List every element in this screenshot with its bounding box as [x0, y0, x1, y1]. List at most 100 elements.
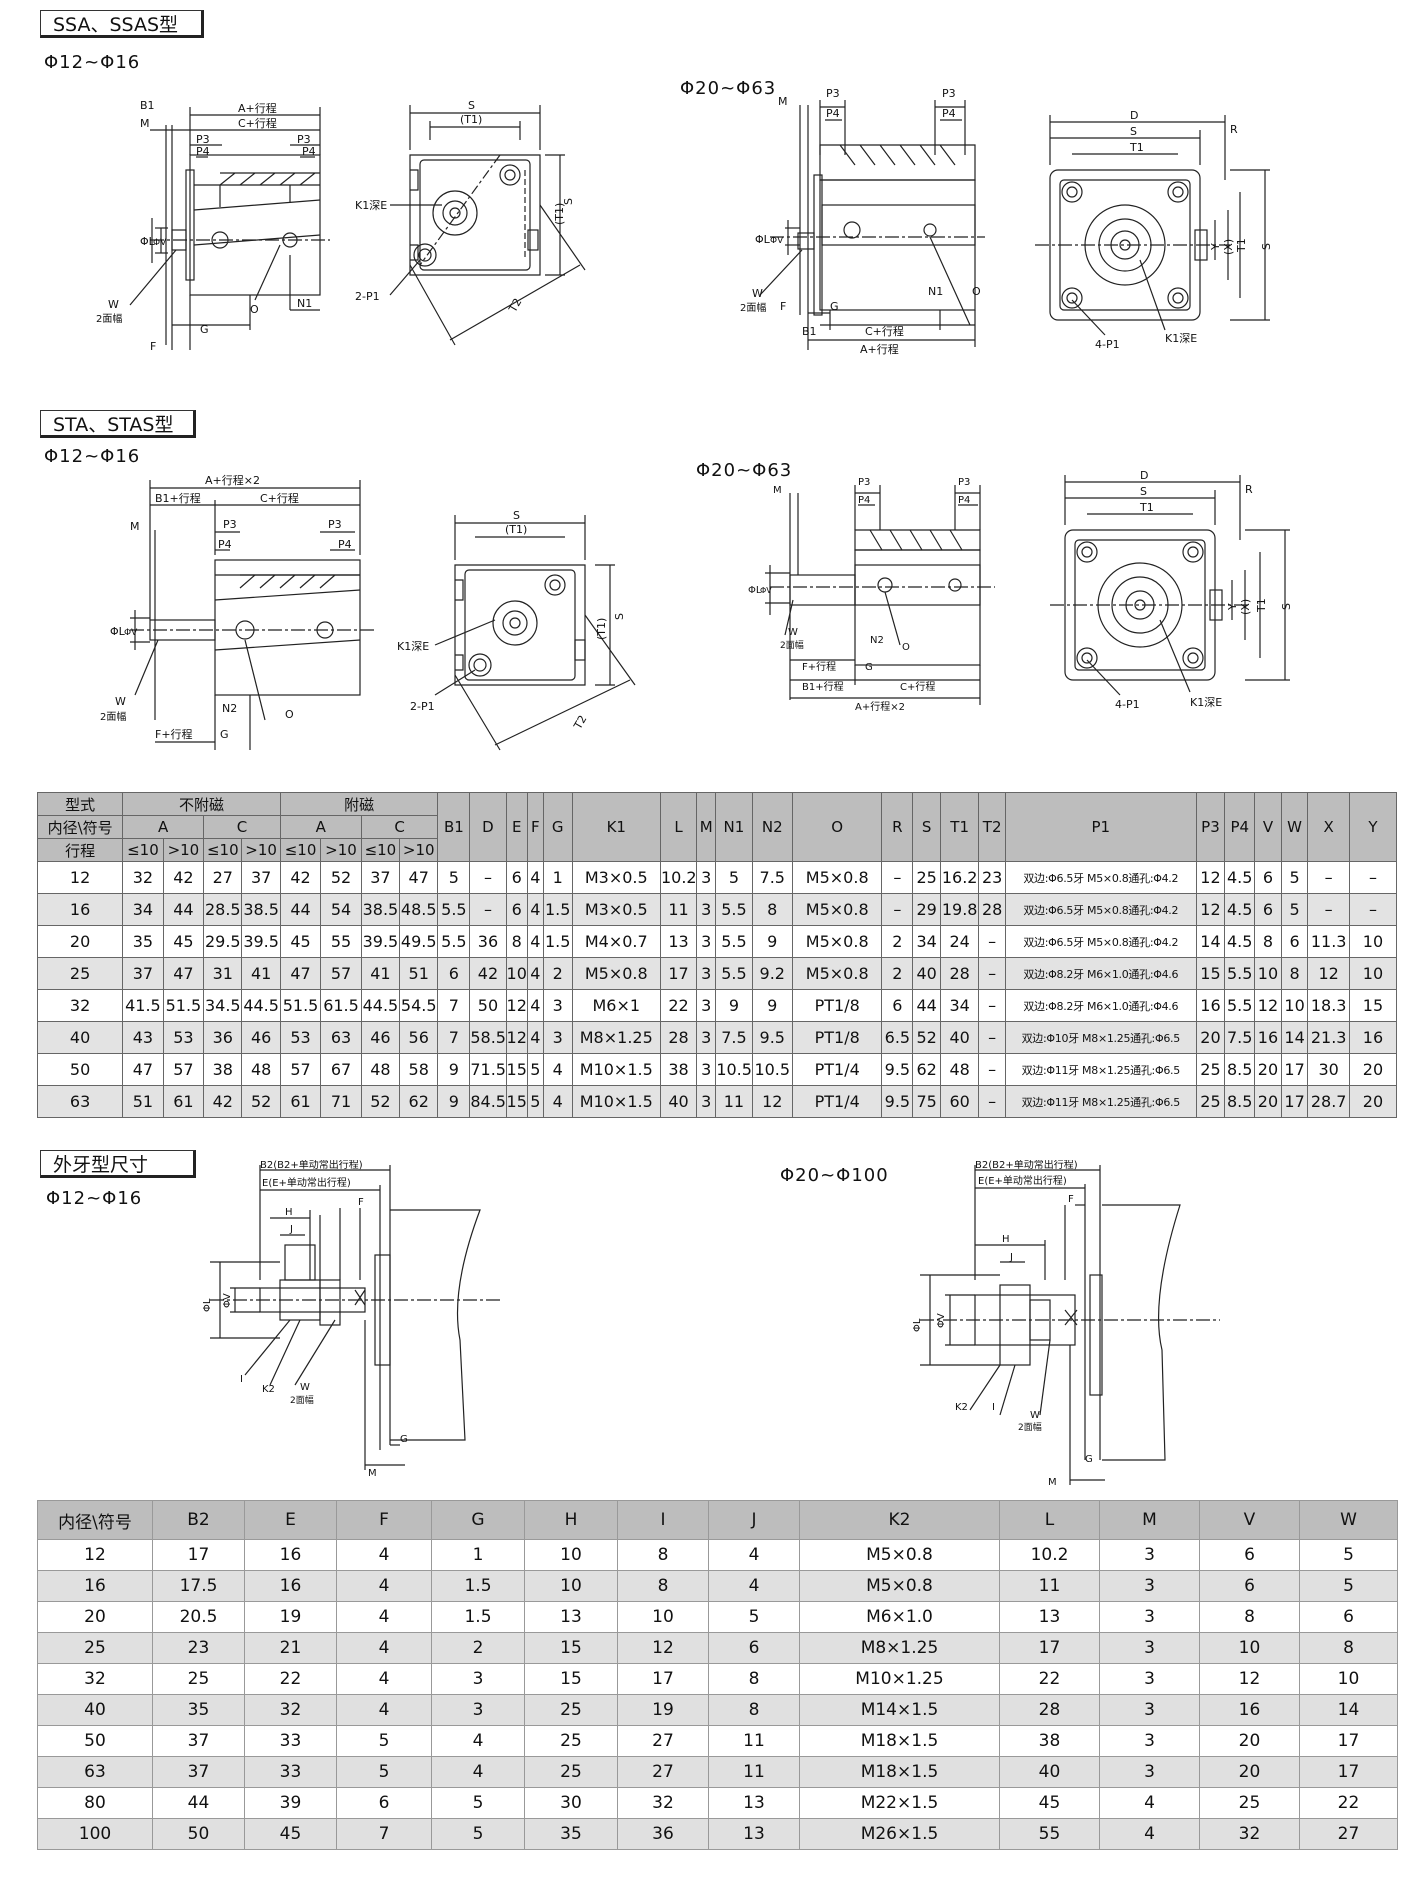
table1-cell: 10 — [1254, 957, 1282, 990]
table1-cell: M10×1.5 — [571, 1085, 661, 1118]
table1-header-nomag-c: C — [203, 815, 281, 839]
table1-header-bore: 内径\符号 — [36, 815, 124, 839]
dimension-label: O — [285, 708, 294, 721]
table1-header-row-1: 型式 不附磁 附磁 B1 D E F G K1 L M N1 N2 O R S … — [36, 792, 1398, 862]
dimension-label: W — [300, 1382, 310, 1393]
table1-header-v: V — [1254, 792, 1282, 862]
drawing-sta-front-large: D S T1 R Y (X) T1 S 4-P1 K1深E — [1040, 470, 1320, 730]
table2-header-cell: J — [708, 1500, 800, 1540]
table1-cell: 39.5 — [241, 925, 281, 958]
table1-cell: 49.5 — [399, 925, 439, 958]
dimension-label: F — [150, 340, 156, 353]
table1-header-nomag-a: A — [122, 815, 205, 839]
table1-cell: 47 — [122, 1053, 164, 1086]
table2-cell: 4 — [336, 1570, 432, 1602]
table1-header-row-2: 内径\符号 A C A C — [36, 815, 1397, 839]
table2-cell: M8×1.25 — [799, 1632, 1000, 1664]
table1-cell: 5 — [715, 861, 753, 894]
table2-cell: 3 — [1099, 1632, 1200, 1664]
table2-cell: 35 — [524, 1818, 618, 1850]
table1-header-mag-c: C — [360, 815, 439, 839]
table1-cell: 6 — [505, 861, 528, 894]
table1-cell: 45 — [279, 925, 322, 958]
table1-cell: 48 — [939, 1053, 980, 1086]
table2-cell: 30 — [524, 1787, 618, 1819]
table1-cell: 37 — [241, 861, 281, 894]
table2-header-cell: E — [244, 1500, 337, 1540]
table1-cell: 12 — [1195, 861, 1226, 894]
table1-cell: PT1/4 — [791, 1053, 883, 1086]
table1-cell: 10 — [1280, 989, 1309, 1022]
table1-cell: 38.5 — [241, 893, 281, 926]
table1-cell: 46 — [241, 1021, 281, 1054]
table1-cell: 3 — [696, 957, 717, 990]
table1-cell: 40 — [659, 1085, 698, 1118]
table1-cell: 3 — [696, 893, 717, 926]
table1-cell: 34 — [122, 893, 164, 926]
dimension-label: 2面幅 — [96, 312, 122, 325]
table1-cell: 19.8 — [939, 893, 980, 926]
table1-cell: 55 — [320, 925, 362, 958]
dimension-label: M — [1048, 1477, 1057, 1488]
table2-bore-cell: 12 — [37, 1539, 153, 1571]
table1-cell: 4 — [526, 925, 544, 958]
dimension-label: A+行程 — [860, 343, 899, 356]
table2-cell: 17.5 — [152, 1570, 245, 1602]
table2-cell: M18×1.5 — [799, 1756, 1000, 1788]
table1-cell: – — [1348, 893, 1398, 926]
dimension-label: W — [752, 287, 763, 300]
table2-cell: 10 — [617, 1601, 709, 1633]
table1-cell: 71.5 — [469, 1053, 507, 1086]
table1-cell: 5.5 — [1224, 989, 1256, 1022]
table1-cell: 20 — [1254, 1085, 1282, 1118]
table1-cell: 48.5 — [399, 893, 439, 926]
table2-cell: 3 — [1099, 1570, 1200, 1602]
dimension-label: (T1) — [505, 523, 527, 536]
table2-cell: 4 — [336, 1694, 432, 1726]
dimension-label: G — [220, 728, 229, 741]
table2-cell: 10 — [524, 1570, 618, 1602]
table1-cell: 40 — [912, 957, 941, 990]
dimension-label: C+行程 — [260, 492, 299, 505]
table1-cell: 1.5 — [542, 893, 573, 926]
table2-cell: 15 — [524, 1663, 618, 1695]
table1-cell: 25 — [1195, 1085, 1226, 1118]
dimension-label: S — [513, 509, 520, 522]
table2-bore-cell: 16 — [37, 1570, 153, 1602]
table1-cell: 15 — [1195, 957, 1226, 990]
table1-cell: 3 — [696, 989, 717, 1022]
table1-cell: 5 — [1280, 893, 1309, 926]
table2-cell: 8 — [617, 1539, 709, 1571]
dimension-label: ΦL — [755, 233, 771, 246]
table1-cell: 14 — [1280, 1021, 1309, 1054]
table1-cell: 6 — [1254, 893, 1282, 926]
table1-cell: M8×1.25 — [571, 1021, 661, 1054]
table1-cell: 52 — [912, 1021, 941, 1054]
dimension-label: (X) — [1222, 239, 1235, 255]
table1-cell: 28.7 — [1307, 1085, 1350, 1118]
table1-cell: 44 — [279, 893, 322, 926]
drawing-ssa-front-small: S (T1) (T1) S K1深E 2-P1 T2 — [350, 95, 600, 360]
table1-header-w: W — [1280, 792, 1309, 862]
table2-cell: 3 — [431, 1694, 525, 1726]
table1-cell: 4.5 — [1224, 893, 1256, 926]
table1-cell: M5×0.8 — [571, 957, 661, 990]
table1-cell: 5 — [526, 1053, 544, 1086]
table1-cell: 42 — [469, 957, 507, 990]
drawing-sta-side-large: M P3 P4 P3 P4 ΦL ΦV W 2面幅 N2 O F+行程 G B1… — [730, 475, 1000, 720]
dimension-label: H — [285, 1207, 293, 1218]
table1-cell: – — [978, 1021, 1006, 1054]
table1-cell: 1.5 — [542, 925, 573, 958]
table1-header-t2: T2 — [978, 792, 1006, 862]
bore-range-sta-small: Φ12~Φ16 — [44, 446, 141, 467]
table2-cell: 38 — [999, 1725, 1100, 1757]
table2-cell: 16 — [244, 1570, 337, 1602]
table1-cell: 52 — [241, 1085, 281, 1118]
table2-cell: 5 — [708, 1601, 800, 1633]
table1-cell: 37 — [360, 861, 401, 894]
table1-cell: 16 — [1195, 989, 1226, 1022]
table2-cell: 22 — [1299, 1787, 1398, 1819]
table2-cell: 4 — [1099, 1787, 1200, 1819]
table1-cell: 3 — [696, 1053, 717, 1086]
